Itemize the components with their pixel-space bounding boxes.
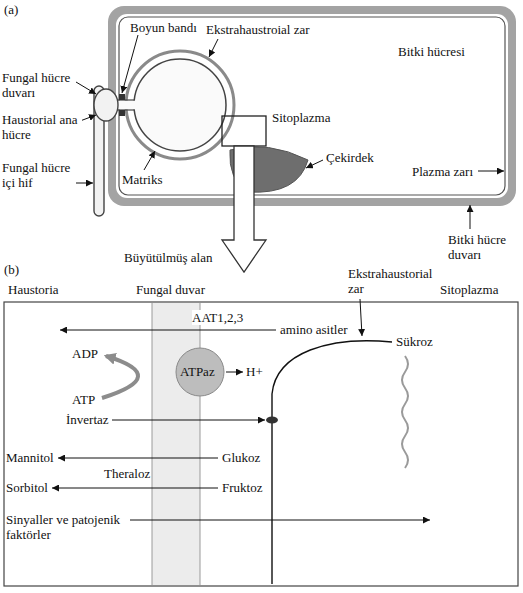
structure-label: Haustorial ana hücre — [2, 112, 82, 142]
host-membrane-line — [402, 356, 408, 468]
molecule-label: Sorbitol — [6, 480, 48, 495]
structure-label: Bitki hücre duvarı — [448, 232, 520, 262]
structure-label: Matriks — [122, 172, 162, 187]
leader-line — [306, 160, 323, 168]
region-label: Haustoria — [8, 282, 59, 297]
region-label: Ekstrahaustorial zar — [348, 266, 440, 296]
structure-label: Boyun bandı — [130, 20, 197, 35]
neck-band — [119, 94, 125, 100]
molecule-label: Sükroz — [396, 334, 433, 349]
molecule-label: Glukoz — [222, 450, 260, 465]
fungal-wall-edge — [200, 303, 201, 585]
enzyme-label: İnvertaz — [66, 412, 109, 427]
panel-letter: (b) — [4, 262, 19, 277]
structure-label: Sitoplazma — [272, 110, 331, 125]
region-label: Fungal duvar — [136, 282, 205, 297]
leader-line — [112, 420, 265, 421]
plant-cell-wall — [108, 6, 516, 206]
structure-label: Bitki hücresi — [398, 44, 465, 59]
region-label: Sitoplazma — [440, 282, 499, 297]
transport-arrow — [130, 520, 430, 521]
plant-cytoplasm — [116, 14, 508, 198]
panel-letter: (a) — [4, 2, 18, 17]
fungal-wall-edge — [152, 303, 153, 585]
zoom-label: Büyütülmüş alan — [124, 250, 212, 265]
transport-arrow — [52, 488, 218, 489]
structure-label: Fungal hücre içi hif — [2, 160, 76, 190]
molecule-label: amino asitler — [280, 322, 348, 337]
plasma-membrane — [119, 17, 505, 195]
fungal-wall-band — [152, 303, 200, 585]
haustorial-mother-cell — [94, 89, 118, 121]
molecule-label: Theraloz — [104, 466, 150, 481]
ion-label: H+ — [246, 364, 263, 379]
leader-line — [144, 151, 155, 170]
transporter-label: AAT1,2,3 — [192, 310, 243, 325]
enzyme-label: ATPaz — [180, 364, 215, 379]
enlarged-frame — [4, 302, 518, 586]
molecule-label: Fruktoz — [222, 480, 262, 495]
atp-cycle-arrow — [102, 356, 138, 398]
molecule-label: Mannitol — [6, 450, 54, 465]
leader-line — [76, 82, 96, 94]
transport-arrow — [58, 458, 218, 459]
molecule-label: ADP — [72, 346, 98, 361]
leader-line — [80, 115, 96, 121]
extrahaustorial-membrane-line — [272, 341, 392, 584]
transport-arrow — [60, 330, 276, 331]
transport-arrow — [226, 372, 243, 373]
haustorium-body — [134, 59, 226, 151]
leader-line — [478, 171, 504, 172]
structure-label: Ekstrahaustroial zar — [206, 22, 310, 37]
zoom-box — [222, 116, 266, 146]
neck-band — [119, 110, 125, 116]
structure-label: Çekirdek — [326, 150, 374, 165]
leader-line — [209, 39, 218, 57]
structure-label: Plazma zarı — [412, 164, 473, 179]
signal-label: Sinyaller ve patojenik faktörler — [6, 512, 130, 542]
invertase-enzyme — [266, 417, 278, 424]
leader-line — [470, 205, 471, 229]
leader-line — [360, 299, 362, 336]
molecule-label: ATP — [72, 392, 95, 407]
leader-line — [122, 35, 138, 93]
structure-label: Fungal hücre duvarı — [2, 70, 76, 100]
zoom-arrow — [222, 146, 266, 272]
extrahaustorial-membrane — [126, 51, 234, 159]
atpase-protein — [176, 348, 224, 396]
